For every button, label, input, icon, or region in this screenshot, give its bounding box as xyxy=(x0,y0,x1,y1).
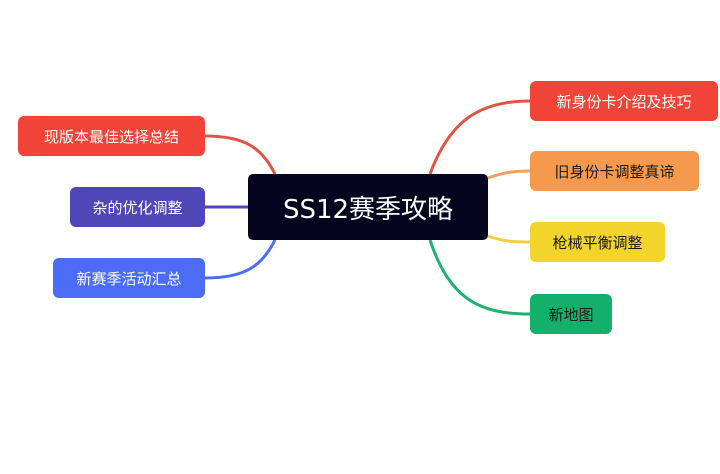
link-right-2 xyxy=(487,169,531,180)
node-label: 新地图 xyxy=(548,305,594,324)
node-label: 现版本最佳选择总结 xyxy=(43,127,179,146)
node-misc-optimizations[interactable]: 杂的优化调整 xyxy=(70,187,205,227)
node-label: 新身份卡介绍及技巧 xyxy=(556,92,692,111)
node-label: 新赛季活动汇总 xyxy=(76,269,182,288)
node-best-choices[interactable]: 现版本最佳选择总结 xyxy=(18,116,205,156)
link-left-1 xyxy=(204,134,277,175)
node-season-events[interactable]: 新赛季活动汇总 xyxy=(53,258,205,298)
node-new-map[interactable]: 新地图 xyxy=(530,294,612,334)
link-right-4 xyxy=(428,239,531,316)
node-old-id-cards[interactable]: 旧身份卡调整真谛 xyxy=(530,151,699,191)
root-label: SS12赛季攻略 xyxy=(282,194,454,225)
node-weapon-balance[interactable]: 枪械平衡调整 xyxy=(530,222,665,262)
link-left-3 xyxy=(204,239,277,280)
node-label: 枪械平衡调整 xyxy=(552,233,643,252)
link-right-3 xyxy=(487,234,531,244)
node-new-id-cards[interactable]: 新身份卡介绍及技巧 xyxy=(530,81,718,121)
node-label: 旧身份卡调整真谛 xyxy=(554,162,675,181)
link-right-1 xyxy=(428,99,531,175)
node-label: 杂的优化调整 xyxy=(92,198,183,217)
root-node[interactable]: SS12赛季攻略 xyxy=(248,174,488,240)
